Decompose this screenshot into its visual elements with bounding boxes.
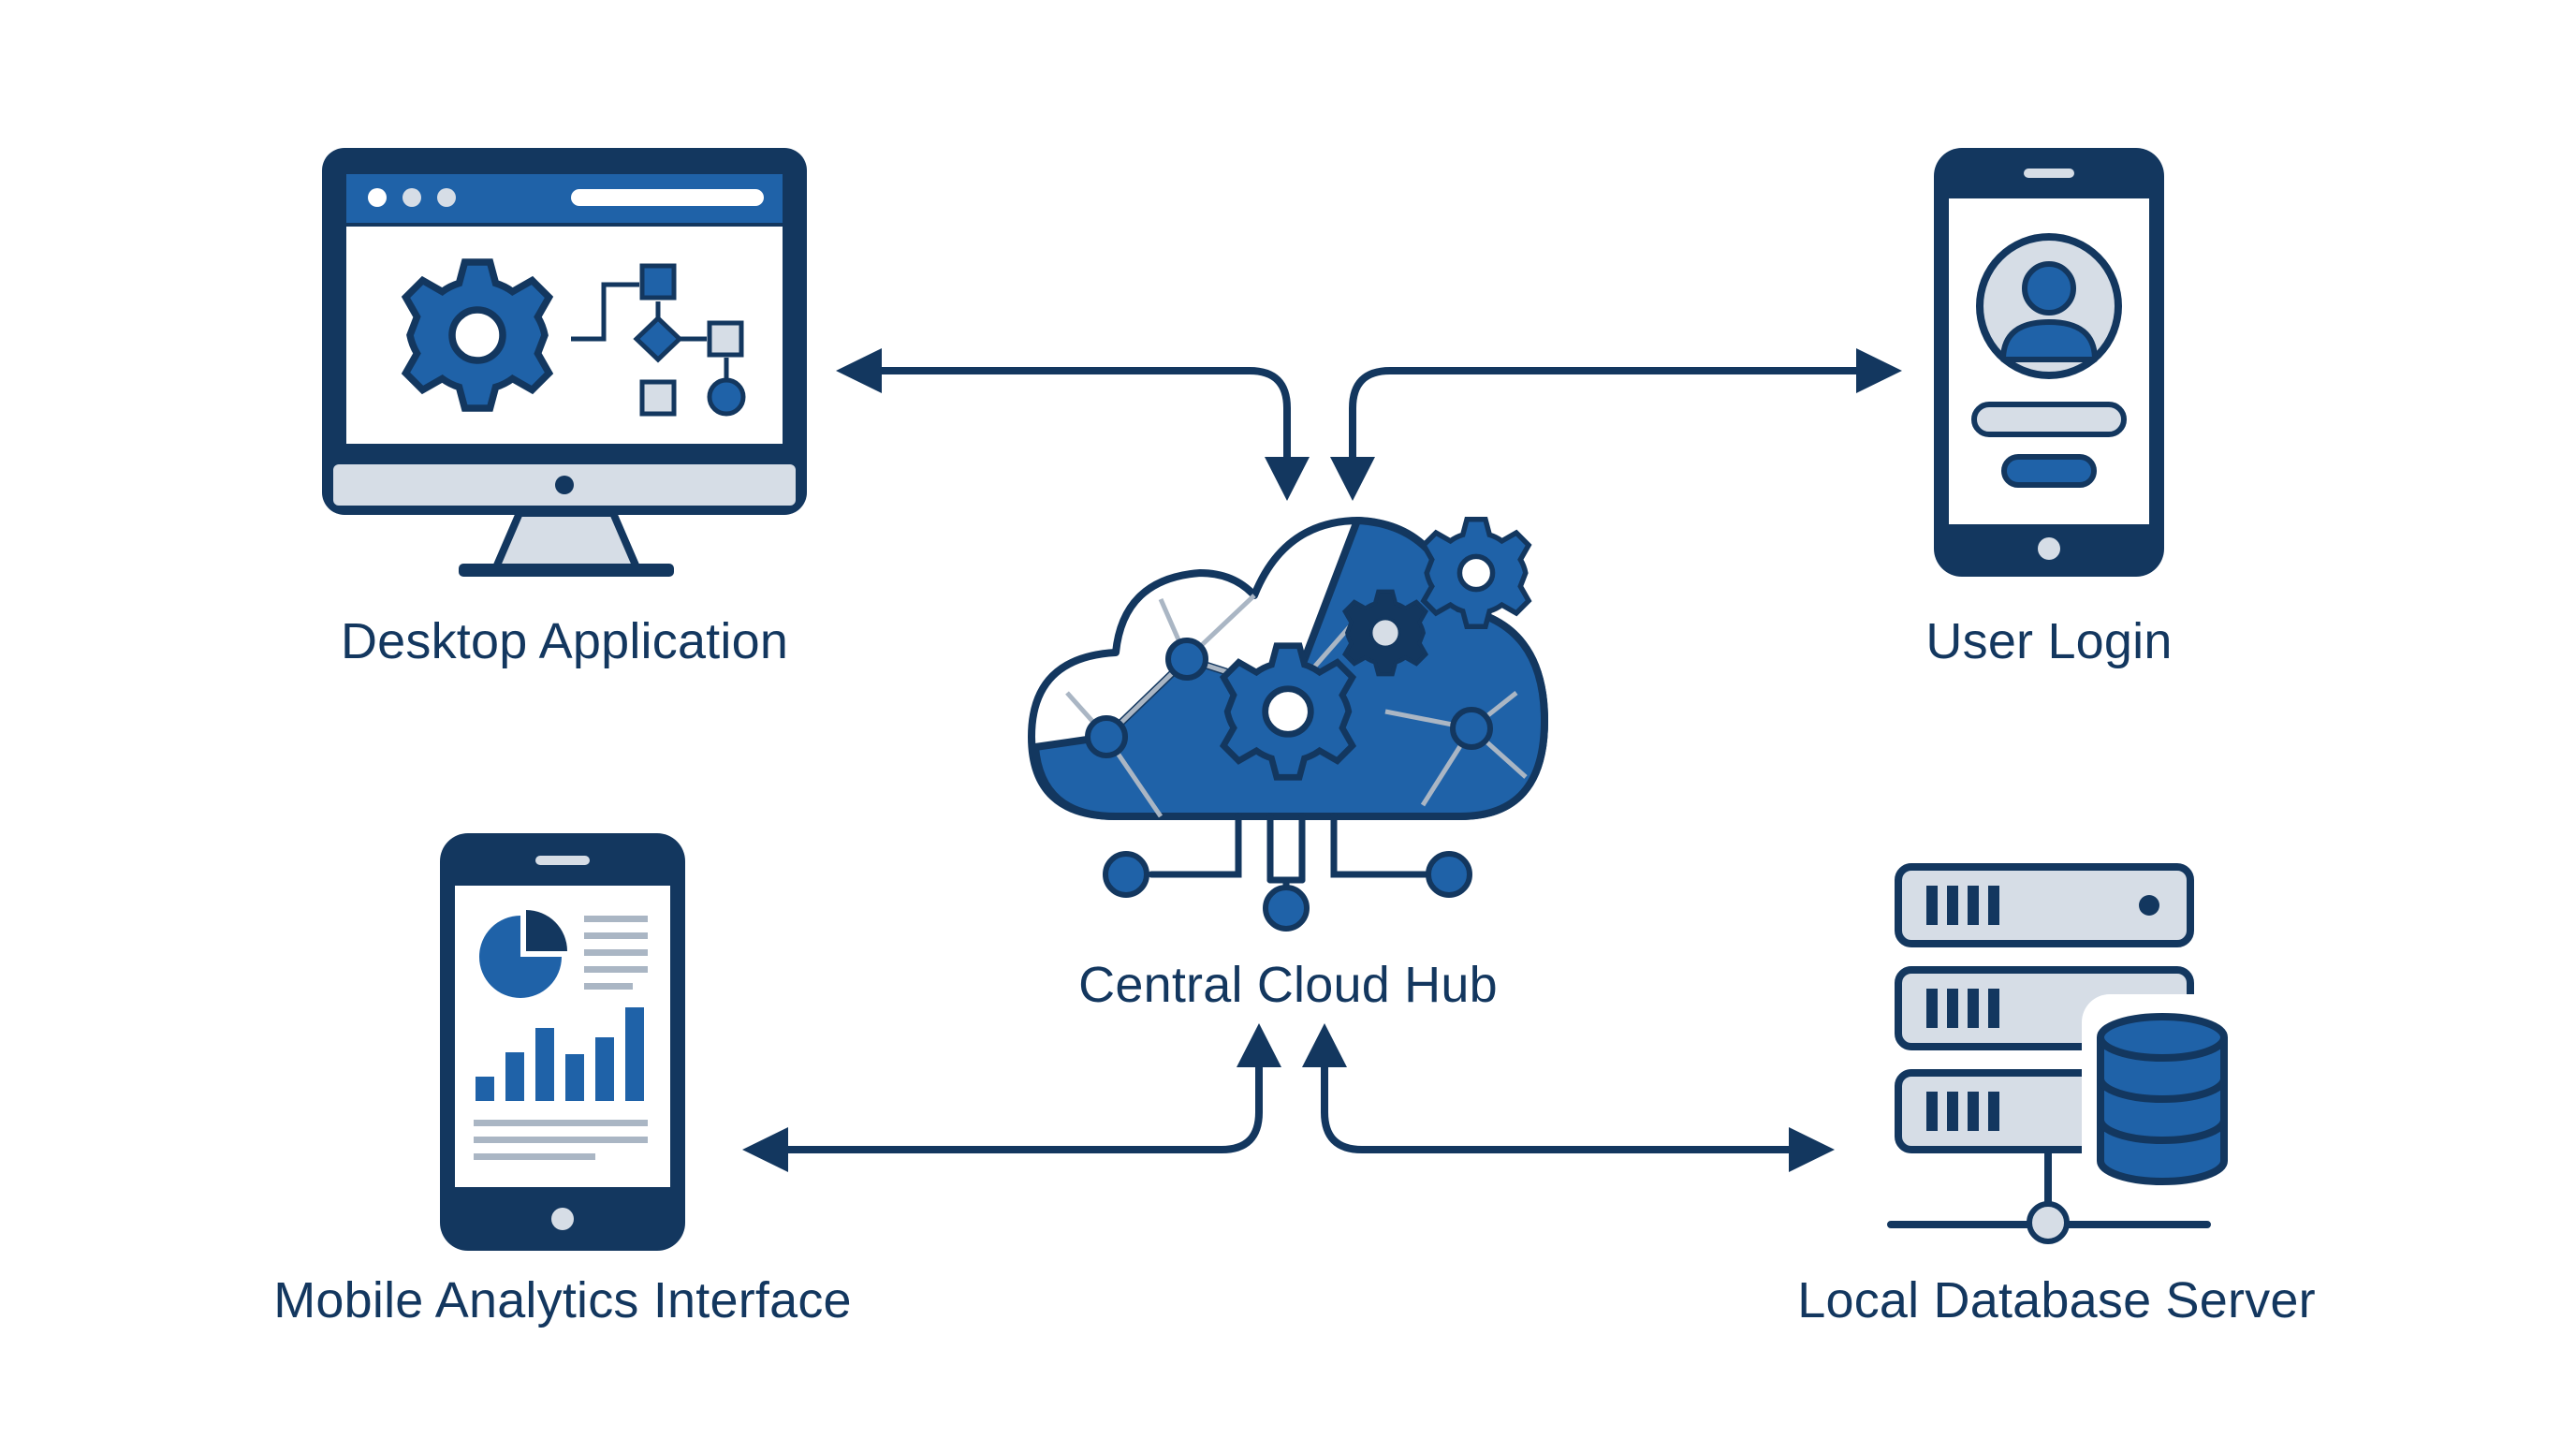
flow-node-diamond [633, 315, 683, 363]
gear-icon [1345, 592, 1427, 674]
network-node-2 [1165, 638, 1208, 681]
server-network-node [2027, 1201, 2070, 1244]
database-cylinder-icon [2097, 1013, 2228, 1185]
server-database-icon [1887, 863, 2243, 1244]
arrowhead-up-hub-left [1237, 1023, 1281, 1067]
arrowhead-right-userlogin [1856, 348, 1902, 393]
login-submit-button [2001, 454, 2097, 488]
arrowhead-down-hub-right [1330, 457, 1375, 501]
tablet-chart-icon [440, 833, 685, 1251]
window-dot-3 [437, 188, 456, 207]
central-cloud-hub-label: Central Cloud Hub [1078, 957, 1498, 1013]
text-lines-bottom [474, 1120, 648, 1160]
connector-desktop-hub [867, 367, 1291, 467]
arrowhead-left-desktop [836, 348, 882, 393]
bar-chart-icon [476, 1007, 644, 1101]
desktop-application-label: Desktop Application [340, 613, 789, 669]
arrowheads [742, 348, 1902, 1172]
monitor-power-dot [555, 476, 574, 494]
circuit-node-right [1426, 851, 1472, 898]
user-avatar-icon [1976, 233, 2122, 379]
connectors [773, 367, 1866, 1153]
cloud-blue-fill [1032, 517, 1548, 820]
flow-node-right [707, 320, 744, 358]
server-rack-unit-1 [1895, 863, 2194, 947]
text-lines-top [584, 916, 648, 990]
tablet-home-button [551, 1208, 574, 1230]
window-dot-1 [368, 188, 387, 207]
window-dot-2 [402, 188, 421, 207]
arrowhead-up-hub-right [1302, 1023, 1347, 1067]
connector-mobile-hub [773, 1054, 1263, 1153]
cloud-circuit-lines [1148, 813, 1436, 910]
local-database-server-label: Local Database Server [1797, 1272, 2316, 1328]
cloud-gears-icon [1028, 517, 1548, 932]
arrowhead-left-mobile [742, 1127, 788, 1172]
connector-database-hub [1321, 1054, 1801, 1153]
mobile-analytics-interface-label: Mobile Analytics Interface [273, 1272, 852, 1328]
login-username-field [1971, 402, 2127, 437]
gear-icon [1223, 646, 1353, 777]
pie-chart-icon [479, 910, 567, 998]
flow-node-top [639, 263, 677, 301]
arrowhead-down-hub-left [1265, 457, 1310, 501]
gear-icon [406, 262, 549, 408]
phone-home-button [2038, 537, 2060, 560]
desktop-monitor-icon [322, 148, 807, 577]
flow-node-circle [707, 377, 746, 417]
circuit-node-left [1103, 851, 1149, 898]
user-login-label: User Login [1925, 613, 2173, 669]
phone-speaker [2024, 169, 2074, 178]
circuit-node-center [1263, 885, 1310, 932]
network-node-1 [1085, 715, 1128, 758]
arrowhead-right-database [1789, 1127, 1835, 1172]
smartphone-user-icon [1934, 148, 2164, 577]
window-address-bar [571, 189, 764, 206]
network-node-3 [1450, 707, 1493, 750]
monitor-stand [492, 509, 640, 571]
monitor-base [459, 564, 674, 577]
gear-icon [1424, 520, 1529, 626]
flow-node-bottom [639, 379, 677, 417]
connector-userlogin-hub [1349, 367, 1866, 467]
tablet-speaker [535, 856, 590, 865]
